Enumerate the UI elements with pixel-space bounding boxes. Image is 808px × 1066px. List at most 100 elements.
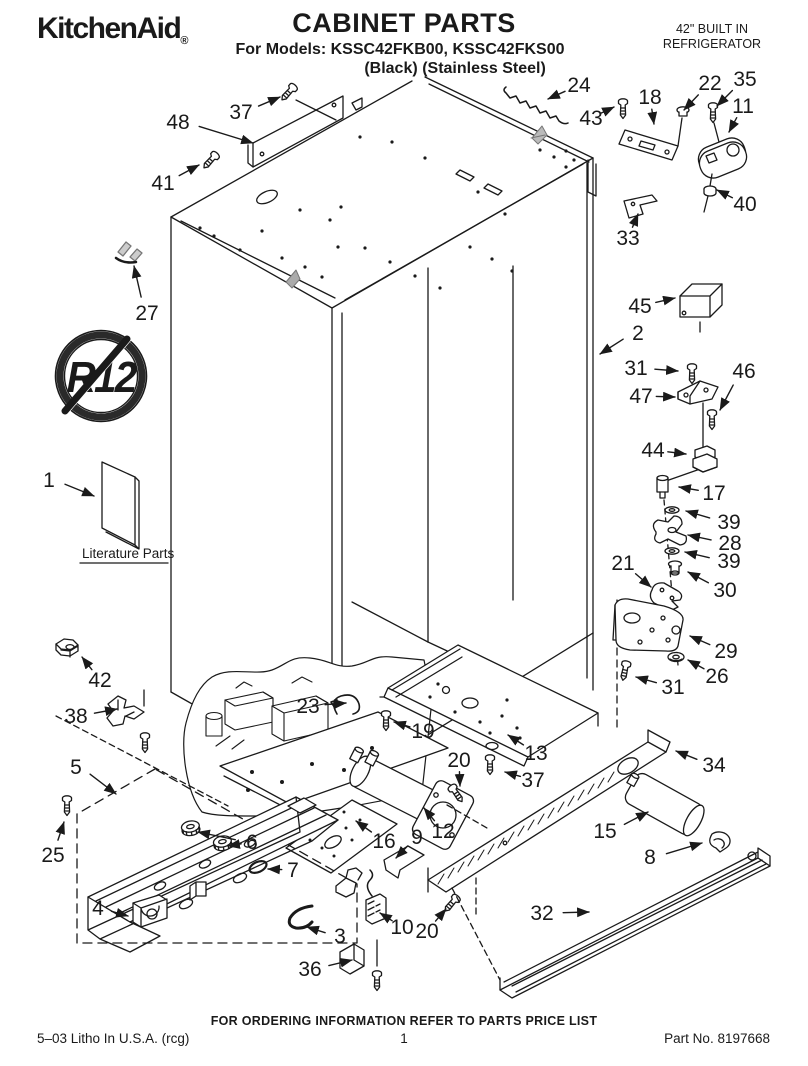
no-r12-symbol: R12 — [54, 329, 148, 423]
callout-number: 37 — [521, 769, 544, 792]
callout-number: 37 — [229, 101, 252, 124]
callout-leader — [178, 164, 200, 177]
callout-leader — [355, 820, 373, 833]
cabinet-top-holes — [198, 135, 576, 290]
cabinet-top-slots — [256, 125, 548, 289]
callout-number: 23 — [296, 695, 319, 718]
callout-leader — [687, 659, 705, 671]
callout-number: 7 — [287, 859, 299, 882]
callout-15: 15 — [593, 811, 649, 843]
callout-leader — [687, 532, 712, 543]
callout-leader — [328, 958, 353, 968]
callout-43: 43 — [579, 106, 615, 130]
callout-leader — [507, 734, 525, 746]
callout-1: 1 — [43, 469, 95, 497]
part-8-clip — [709, 831, 731, 853]
callout-number: 32 — [530, 902, 553, 925]
part-21-bracket — [649, 582, 683, 612]
part-39-washer-a — [664, 506, 680, 514]
callout-leader — [655, 295, 676, 306]
callout-number: 6 — [246, 831, 258, 854]
callout-29: 29 — [689, 635, 738, 663]
part-6-roller-a — [179, 818, 202, 838]
finish-steel-label: (Stainless Steel) — [422, 60, 546, 77]
callout-2: 2 — [599, 322, 644, 355]
callout-leader — [393, 720, 411, 731]
part-43-corner-trim — [587, 159, 597, 197]
part-32-toe-grille — [446, 804, 771, 999]
part-36-screw — [371, 970, 383, 992]
part-31-screw-upper — [686, 363, 698, 385]
callout-31: 31 — [635, 675, 685, 699]
callout-leader — [227, 839, 242, 849]
part-5-rail-assembly — [87, 796, 339, 953]
callout-leader — [728, 116, 739, 133]
part-39-washer-b — [664, 547, 680, 555]
callout-number: 39 — [717, 511, 740, 534]
part-24-spring — [503, 86, 569, 125]
part-47-bracket — [677, 380, 719, 405]
callout-32: 32 — [530, 902, 590, 925]
callout-leader — [89, 773, 117, 795]
callout-28: 28 — [687, 532, 742, 555]
part-35-screw — [707, 102, 719, 124]
callout-number: 22 — [698, 72, 721, 95]
callout-leader — [675, 750, 698, 760]
part-38-clip — [106, 689, 145, 727]
callout-38: 38 — [64, 705, 118, 728]
callout-19: 19 — [393, 720, 435, 743]
callout-leader — [547, 89, 566, 100]
callout-number: 35 — [733, 68, 756, 91]
callout-leader — [324, 699, 347, 709]
callout-31: 31 — [624, 357, 679, 380]
callout-12: 12 — [423, 807, 455, 843]
callout-46: 46 — [719, 360, 756, 411]
callout-number: 34 — [702, 754, 726, 777]
callout-leader — [634, 573, 652, 588]
front-rail-dashed-box — [76, 768, 358, 944]
callout-number: 24 — [567, 74, 591, 97]
callout-leader — [600, 106, 615, 117]
callout-33: 33 — [616, 213, 640, 250]
literature-caption: Literature Parts — [82, 546, 175, 561]
callout-number: 36 — [298, 958, 321, 981]
callout-number: 44 — [641, 439, 665, 462]
callout-leader — [81, 656, 94, 671]
callout-leader — [684, 549, 710, 560]
callout-24: 24 — [547, 74, 591, 100]
callout-number: 3 — [334, 925, 346, 948]
callout-leader — [667, 447, 687, 458]
callout-number: 1 — [43, 469, 55, 492]
callout-leader — [306, 925, 326, 936]
callout-4: 4 — [92, 897, 129, 920]
callout-8: 8 — [644, 841, 703, 869]
callout-35: 35 — [716, 68, 757, 107]
callout-number: 4 — [92, 897, 104, 920]
screw-37-guide-line — [295, 99, 337, 121]
callout-number: 38 — [64, 705, 87, 728]
callout-5: 5 — [70, 756, 117, 795]
callout-number: 17 — [702, 482, 725, 505]
part-41-screw — [199, 149, 222, 172]
callout-47: 47 — [629, 385, 676, 408]
callout-number: 10 — [390, 916, 413, 939]
callout-number: 48 — [166, 111, 189, 134]
product-type: 42" BUILT IN REFRIGERATOR — [663, 22, 761, 52]
part-34-rail — [427, 729, 671, 893]
callout-number: 16 — [372, 830, 395, 853]
callout-9: 9 — [395, 826, 423, 859]
callout-number: 25 — [41, 844, 64, 867]
callout-number: 20 — [447, 749, 470, 772]
callout-number: 27 — [135, 302, 158, 325]
callout-leader — [599, 338, 624, 355]
callout-number: 45 — [628, 295, 651, 318]
callout-leader — [665, 841, 703, 855]
callout-21: 21 — [611, 552, 652, 588]
part-3-tube — [287, 904, 314, 930]
callout-number: 20 — [415, 920, 438, 943]
callout-26: 26 — [687, 659, 729, 688]
part-17-pin — [656, 474, 669, 499]
product-type-line1: 42" BUILT IN — [675, 22, 749, 36]
callout-6: 6 — [197, 829, 258, 854]
callout-leader — [683, 94, 699, 111]
